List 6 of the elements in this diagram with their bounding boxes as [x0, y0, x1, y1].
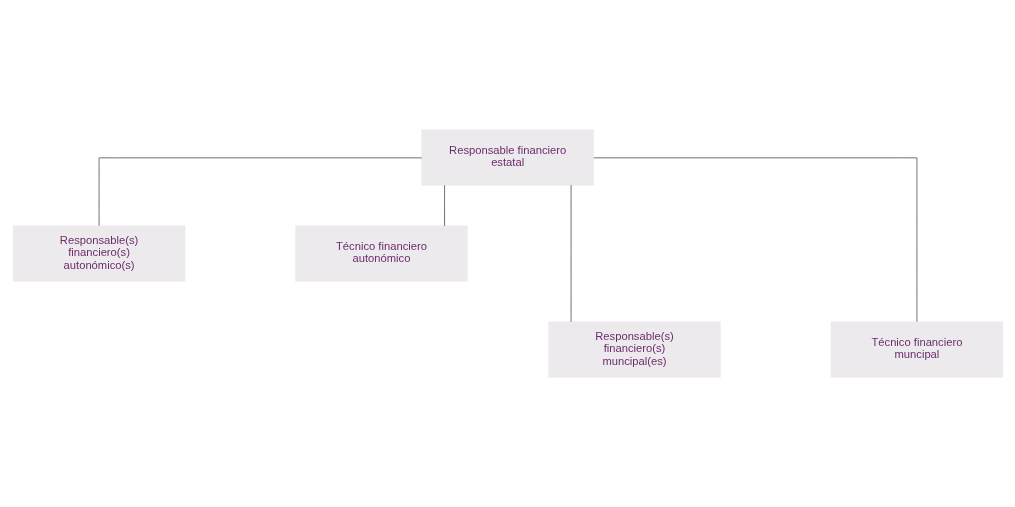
- node-box: Técnico financiero muncipal: [830, 321, 1003, 378]
- node-box: Técnico financiero autonómico: [294, 225, 468, 282]
- node-box: Responsable(s) financiero(s) autonómico(s): [12, 225, 185, 282]
- node-box: Responsable(s) financiero(s) muncipal(es): [547, 321, 721, 378]
- node-box: Responsable financiero estatal: [420, 129, 594, 186]
- connector: [443, 184, 445, 227]
